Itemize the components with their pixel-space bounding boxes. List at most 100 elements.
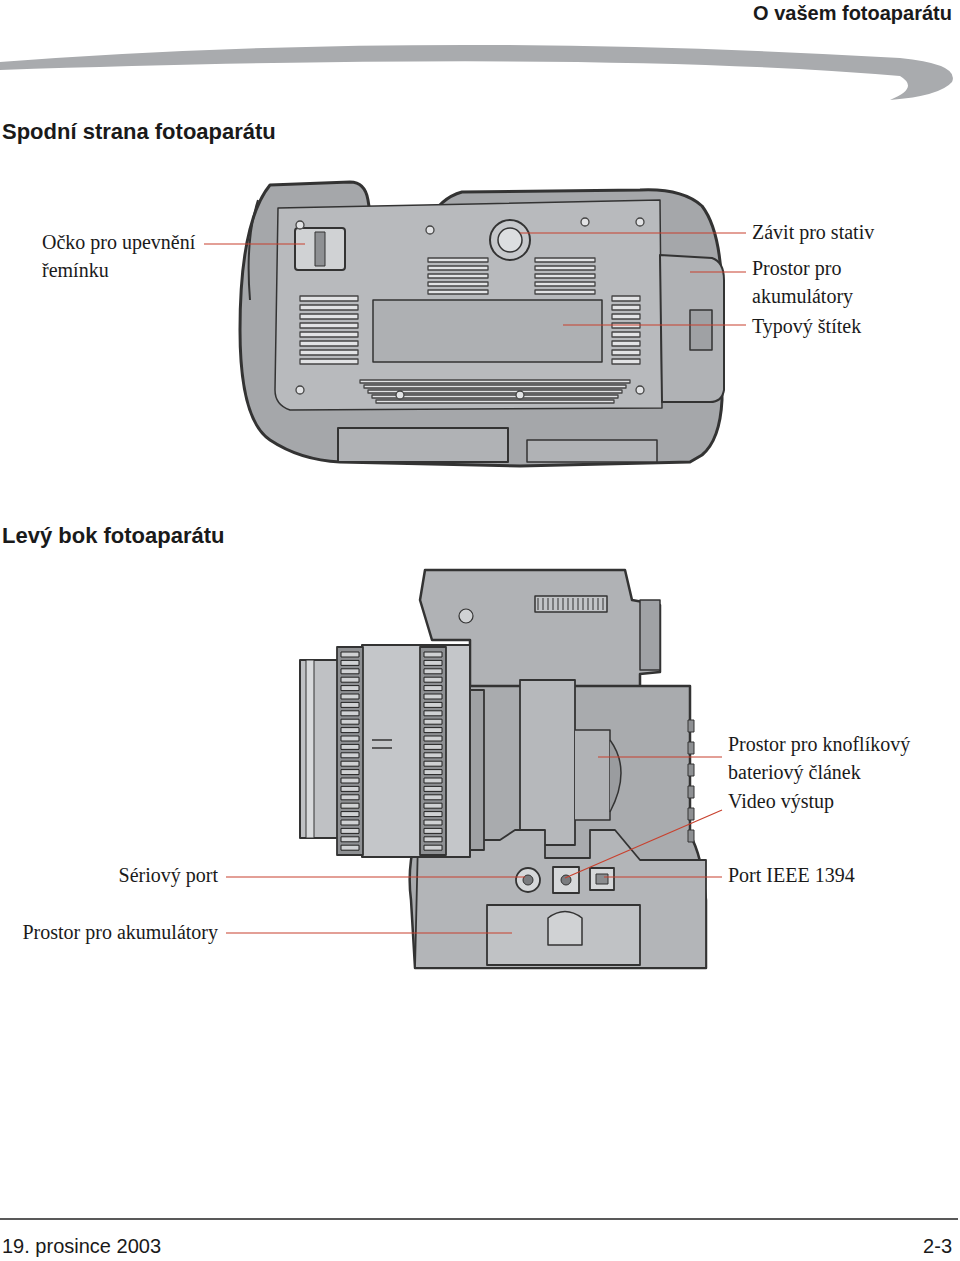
grille-slot	[428, 282, 488, 286]
knurl-cell	[424, 669, 442, 674]
grille-slot	[428, 274, 488, 278]
grille-slot	[612, 341, 640, 346]
knurl-cell	[424, 795, 442, 800]
grille-slot	[300, 359, 358, 364]
part-name: Typový štítek	[752, 312, 861, 340]
knurl-cell	[341, 719, 359, 724]
screw	[636, 218, 644, 226]
grille-slot	[368, 390, 622, 393]
running-header: O vašem fotoaparátu	[753, 0, 952, 26]
knurl-cell	[424, 828, 442, 833]
ridge	[583, 598, 584, 610]
grille-slot	[535, 266, 595, 270]
knurl-cell	[341, 694, 359, 699]
grille-slot	[428, 290, 488, 294]
knurl-cell	[424, 677, 442, 682]
grille-slot	[300, 296, 358, 301]
grille-slot	[535, 258, 595, 262]
screw	[516, 391, 524, 399]
ridge	[543, 598, 544, 610]
screw	[426, 226, 434, 234]
footer-rule	[0, 1218, 958, 1220]
knurl-cell	[341, 803, 359, 808]
grille-slot	[364, 385, 626, 388]
knurl-cell	[341, 677, 359, 682]
grille-slot	[300, 341, 358, 346]
ridge	[538, 598, 539, 610]
knurl-cell	[424, 702, 442, 707]
grille-slot	[612, 305, 640, 310]
part-name: Video výstup	[728, 787, 834, 815]
knurl-cell	[341, 795, 359, 800]
camera-side-view	[300, 570, 706, 968]
screw	[396, 391, 404, 399]
grille-slot	[300, 314, 358, 319]
grille	[296, 218, 644, 403]
grille-slot	[535, 274, 595, 278]
section-heading: Spodní strana fotoaparátu	[2, 118, 276, 146]
ridge	[548, 598, 549, 610]
ridge	[588, 598, 589, 610]
ridge	[578, 598, 579, 610]
part-name: Prostor pro akumulátory	[752, 254, 882, 310]
knurl-cell	[341, 828, 359, 833]
knurl-cell	[424, 660, 442, 665]
knurl-cell	[424, 837, 442, 842]
knurl-cell	[424, 736, 442, 741]
knurl-cell	[341, 686, 359, 691]
knurl-cell	[341, 786, 359, 791]
camera-bottom-view	[240, 182, 724, 466]
knurl-cell	[424, 770, 442, 775]
screw	[636, 386, 644, 394]
button	[688, 808, 694, 820]
knurl-cell	[341, 820, 359, 825]
knurl-cell	[341, 753, 359, 758]
knurl-cell	[341, 812, 359, 817]
grille-slot	[376, 400, 614, 403]
knurl-cell	[424, 728, 442, 733]
knurl-cell	[341, 660, 359, 665]
grille-slot	[360, 380, 630, 383]
part-name: Port IEEE 1394	[728, 861, 855, 889]
lens-knurl	[341, 652, 442, 850]
knurl-cell	[341, 770, 359, 775]
ridge	[558, 598, 559, 610]
screw	[296, 221, 304, 229]
knurl-cell	[341, 652, 359, 657]
ridge	[573, 598, 574, 610]
knurl-cell	[424, 812, 442, 817]
knurl-cell	[424, 686, 442, 691]
knurl-cell	[341, 837, 359, 842]
section-heading: Levý bok fotoaparátu	[2, 522, 224, 550]
screw	[581, 218, 589, 226]
grille-slot	[300, 332, 358, 337]
button	[688, 720, 694, 732]
knurl-cell	[424, 694, 442, 699]
grille-slot	[535, 282, 595, 286]
knurl-cell	[424, 845, 442, 850]
knurl-cell	[424, 820, 442, 825]
knurl-cell	[424, 711, 442, 716]
grille-slot	[300, 323, 358, 328]
part-name: Prostor pro knoflíkový bateriový článek	[728, 730, 954, 786]
dial-ridges	[538, 598, 603, 610]
grille-slot	[612, 350, 640, 355]
knurl-cell	[424, 744, 442, 749]
ridge	[553, 598, 554, 610]
page-number: 2-3	[923, 1233, 952, 1259]
part-name: Očko pro upevnění řemínku	[42, 228, 217, 284]
grille-slot	[428, 258, 488, 262]
grille-slot	[612, 332, 640, 337]
grille-slot	[535, 290, 595, 294]
leader-lines	[204, 233, 746, 933]
grille-slot	[428, 266, 488, 270]
knurl-cell	[424, 778, 442, 783]
knurl-cell	[341, 669, 359, 674]
ridge	[593, 598, 594, 610]
grille-slot	[612, 314, 640, 319]
knurl-cell	[341, 702, 359, 707]
header-swoosh	[0, 45, 953, 100]
grille-slot	[300, 350, 358, 355]
button	[688, 830, 694, 842]
knurl-cell	[424, 761, 442, 766]
